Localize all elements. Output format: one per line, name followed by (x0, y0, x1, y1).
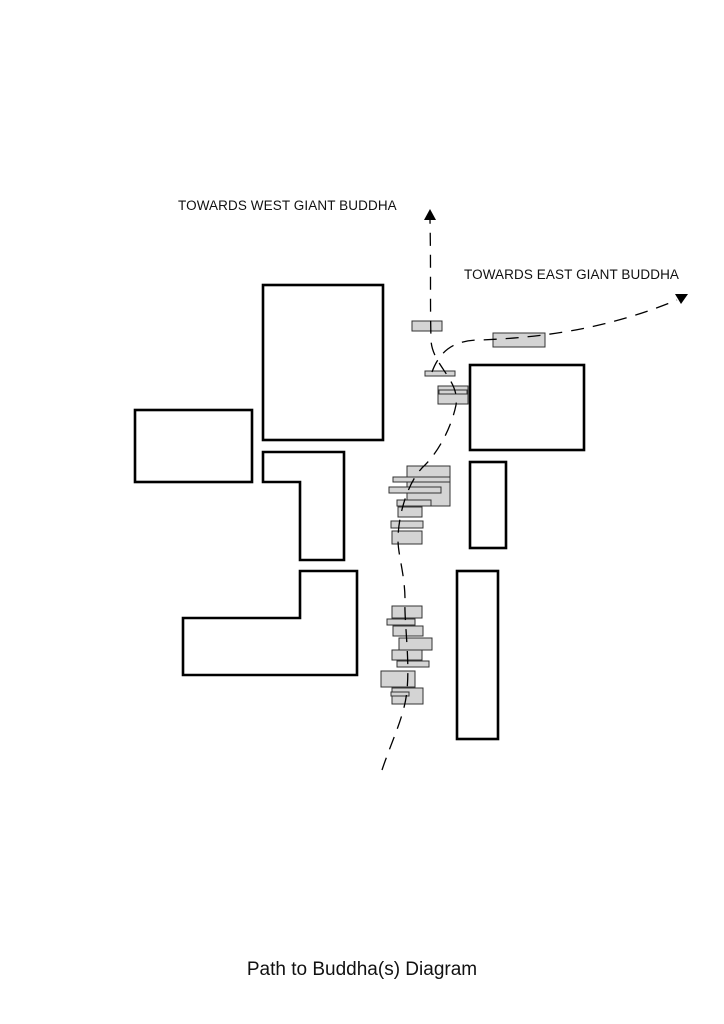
building-block (468, 460, 508, 550)
walking-path (381, 219, 678, 771)
stall (392, 476, 451, 483)
stall (437, 385, 469, 405)
diagram-caption: Path to Buddha(s) Diagram (246, 959, 478, 980)
arrow-up-west-icon (424, 209, 436, 220)
stall (388, 486, 442, 494)
path-east-branch (431, 299, 678, 373)
stall (386, 618, 416, 626)
building-block (455, 569, 500, 741)
path-main (381, 219, 457, 771)
stall (398, 637, 433, 651)
building-block (261, 450, 346, 562)
arrow-east-icon (675, 294, 688, 304)
stall (391, 530, 423, 545)
label-towards-west-buddha: TOWARDS WEST GIANT BUDDHA (178, 198, 397, 213)
building-block (261, 283, 385, 442)
building-block (468, 363, 586, 452)
stall (438, 389, 468, 395)
stall (424, 370, 456, 377)
building-block (133, 408, 254, 484)
building-block (181, 569, 359, 677)
stall (392, 625, 424, 637)
buildings (133, 283, 586, 741)
label-towards-east-buddha: TOWARDS EAST GIANT BUDDHA (464, 267, 680, 282)
stall (390, 691, 410, 697)
stall (391, 605, 423, 619)
stall (396, 660, 430, 668)
stall (397, 506, 423, 518)
stalls (380, 320, 546, 705)
stall (390, 520, 424, 529)
stall (406, 465, 451, 507)
stall (411, 320, 443, 332)
stall (396, 499, 432, 507)
stall (380, 670, 416, 688)
